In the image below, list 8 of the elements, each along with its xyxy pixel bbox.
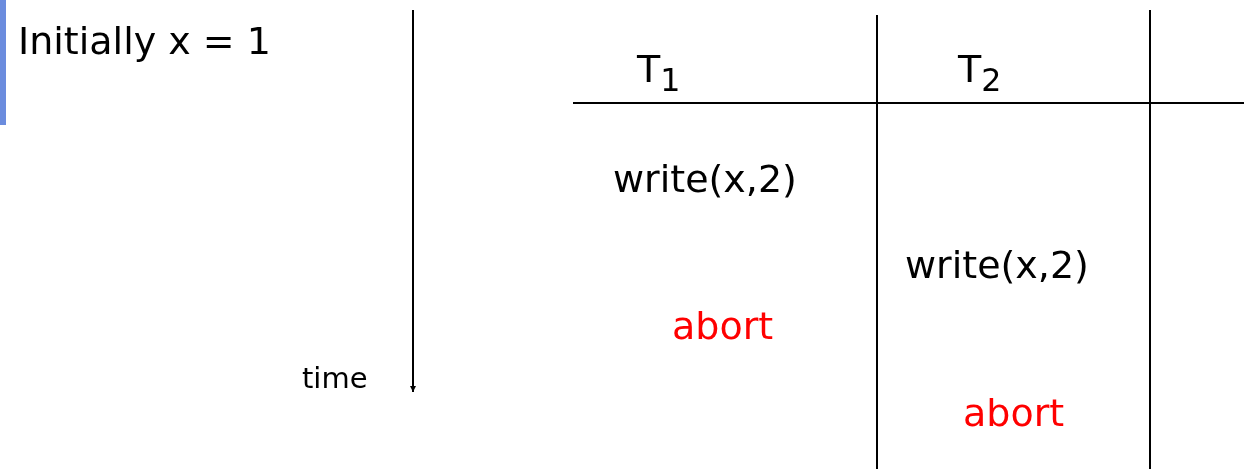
- abort-text: abort: [963, 394, 1065, 432]
- abort-text: abort: [672, 307, 774, 345]
- column-header: T$_{2}$: [958, 50, 1002, 97]
- column-header: T$_{1}$: [637, 50, 681, 97]
- operation-text: write(x,2): [613, 160, 797, 198]
- time-axis-label: time: [302, 364, 368, 393]
- operation-text: write(x,2): [905, 246, 1089, 284]
- initial-value-text: Initially x = 1: [18, 22, 271, 60]
